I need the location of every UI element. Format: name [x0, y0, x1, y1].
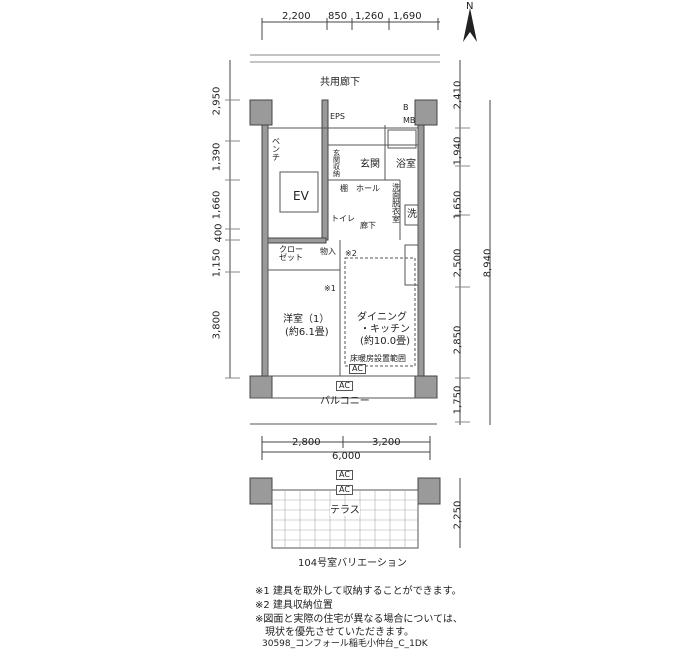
western-size-label: (約6.1畳)	[285, 327, 329, 338]
kitchen-label: ・キッチン	[360, 324, 410, 335]
dim-terrace: 2,250	[452, 500, 464, 530]
dim-bottom-total: 6,000	[332, 451, 361, 462]
variation-title: 104号室バリエーション	[298, 558, 407, 569]
dining-label: ダイニング	[357, 312, 407, 323]
hallway-label: 廊下	[360, 221, 376, 230]
floor-heating-label: 床暖房設置範囲	[350, 354, 406, 363]
dim-top-1: 2,200	[282, 11, 311, 22]
corridor-label: 共用廊下	[320, 77, 360, 88]
dim-top-2: 850	[328, 11, 348, 22]
bath-label: 浴室	[396, 159, 416, 170]
dim-left-3: 1,660	[211, 190, 223, 220]
dim-left-4: 400	[213, 223, 225, 243]
dim-top-4: 1,690	[393, 11, 422, 22]
eps-label: EPS	[330, 112, 345, 121]
dim-bottom-2: 3,200	[372, 437, 401, 448]
genkan-label: 玄関	[360, 159, 380, 170]
dim-right-2: 1,940	[452, 136, 464, 166]
bench-label: ベンチ	[272, 137, 280, 162]
dim-right-1: 2,410	[452, 80, 464, 110]
dim-right-5: 2,850	[452, 325, 464, 355]
dim-right-4: 2,500	[452, 248, 464, 278]
hall-label: ホール	[356, 184, 380, 193]
dining-size-label: (約10.0畳)	[360, 336, 411, 347]
ac-unit-4: AC	[336, 485, 353, 495]
footer-id: 30598_コンフォール稲毛小仲台_C_1DK	[262, 639, 428, 649]
ev-label: EV	[293, 189, 309, 203]
note-1: ※1 建具を取外して収納することができます。	[255, 586, 462, 597]
note-3: ※図面と実際の住宅が異なる場合については、	[255, 614, 463, 625]
closet-label: クローゼット	[279, 245, 303, 262]
ac-unit-2: AC	[336, 381, 353, 391]
dim-top-3: 1,260	[355, 11, 384, 22]
north-arrow-icon	[463, 8, 477, 42]
washer-label: 洗	[407, 209, 417, 220]
mark1-label: ※1	[324, 284, 336, 293]
toilet-label: トイレ	[331, 214, 355, 223]
dim-left-2: 1,390	[211, 142, 223, 172]
washroom-label: 洗面脱衣室	[392, 183, 400, 224]
note-2: ※2 建具収納位置	[255, 600, 333, 611]
balcony-label: バルコニー	[320, 396, 370, 407]
western-room-label: 洋室（1）	[283, 314, 330, 325]
compass-label: N	[466, 1, 474, 12]
storage-label: 物入	[320, 247, 336, 256]
shelf-label: 棚	[340, 184, 348, 193]
genkan-storage-label: 玄関収納	[333, 149, 340, 178]
ac-unit-3: AC	[336, 470, 353, 480]
dim-right-3: 1,650	[452, 190, 464, 220]
mark2-label: ※2	[345, 249, 357, 258]
mb-label: MB	[403, 116, 416, 125]
dim-right-total: 8,940	[482, 248, 494, 278]
dim-bottom-1: 2,800	[292, 437, 321, 448]
note-4: 現状を優先させていただきます。	[255, 627, 414, 638]
dim-left-1: 2,950	[211, 86, 223, 116]
terrace-label: テラス	[330, 505, 360, 516]
dim-left-5: 1,150	[211, 248, 223, 278]
b-label: B	[403, 103, 409, 112]
dim-right-6: 1,750	[452, 385, 464, 415]
ac-unit-1: AC	[349, 364, 366, 374]
dim-left-6: 3,800	[211, 310, 223, 340]
